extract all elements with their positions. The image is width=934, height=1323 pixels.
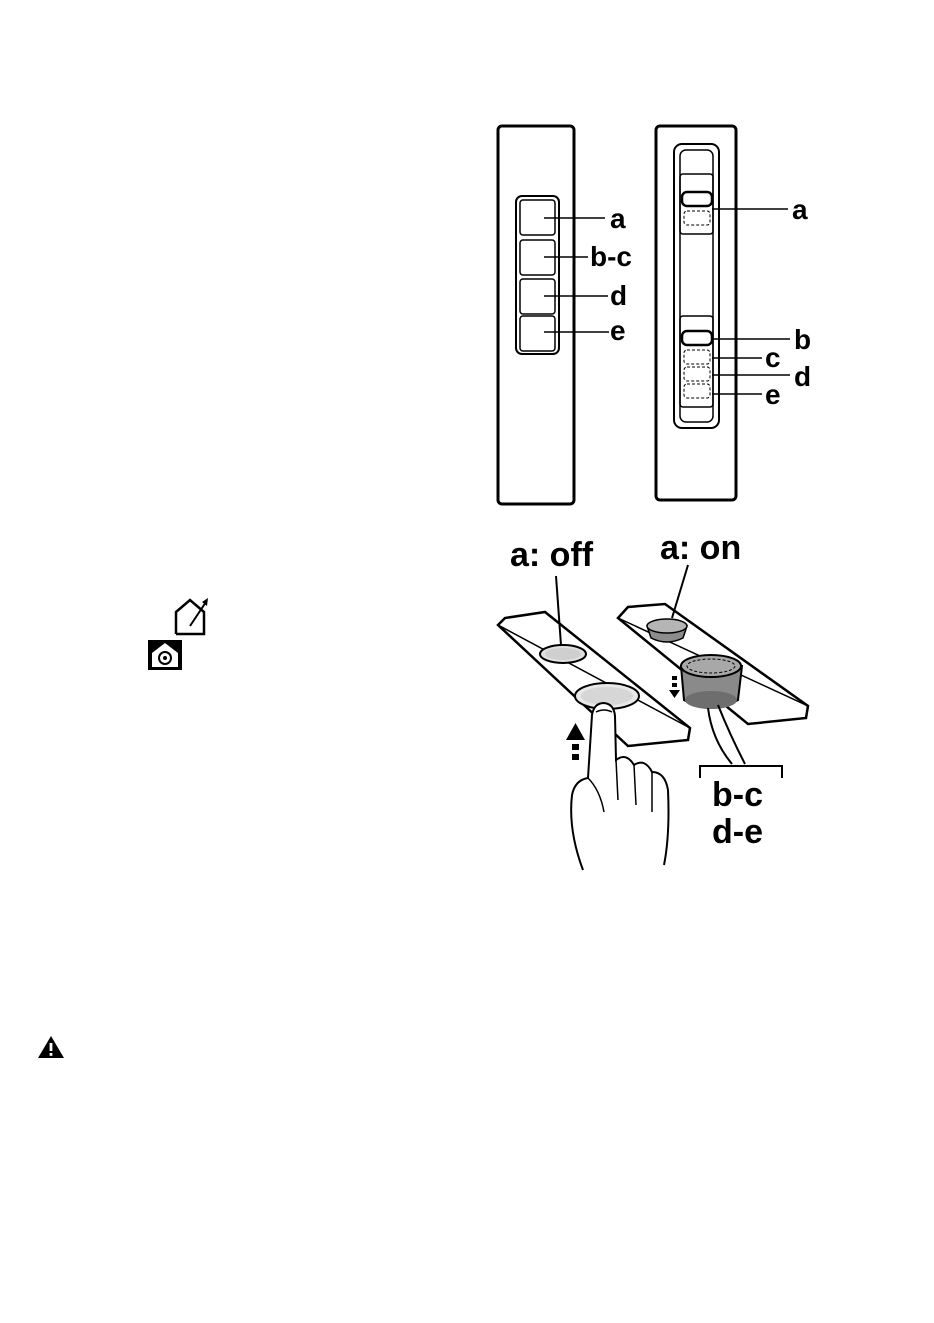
arrow-up-icon <box>566 723 585 760</box>
knob-a-on[interactable] <box>647 619 687 633</box>
left-label-e: e <box>610 315 626 346</box>
arrow-down-icon <box>669 676 680 698</box>
right-label-b: b <box>794 324 811 355</box>
right-label-a: a <box>792 194 808 225</box>
label-a-off: a: off <box>510 536 594 574</box>
warning-icon <box>38 1036 64 1058</box>
left-label-d: d <box>610 280 627 311</box>
right-label-c: c <box>765 342 781 373</box>
left-label-a: a <box>610 203 626 234</box>
right-label-e: e <box>765 379 781 410</box>
right-label-d: d <box>794 361 811 392</box>
right-control-panel: a b c d e <box>656 126 811 500</box>
slider-b-knob[interactable] <box>682 331 712 345</box>
left-label-b-c: b-c <box>590 241 632 272</box>
house-recirculation-icon <box>148 640 182 670</box>
left-control-panel: a b-c d e <box>498 126 632 504</box>
label-a-on: a: on <box>660 529 741 567</box>
label-d-e: d-e <box>712 813 763 851</box>
knob-illustration: a: off a: on b-c d-e <box>498 529 808 870</box>
knob-b-e-on[interactable] <box>681 655 741 677</box>
house-ventilation-icon <box>172 598 212 636</box>
label-b-c: b-c <box>712 776 763 814</box>
slider-a-knob[interactable] <box>682 192 712 206</box>
